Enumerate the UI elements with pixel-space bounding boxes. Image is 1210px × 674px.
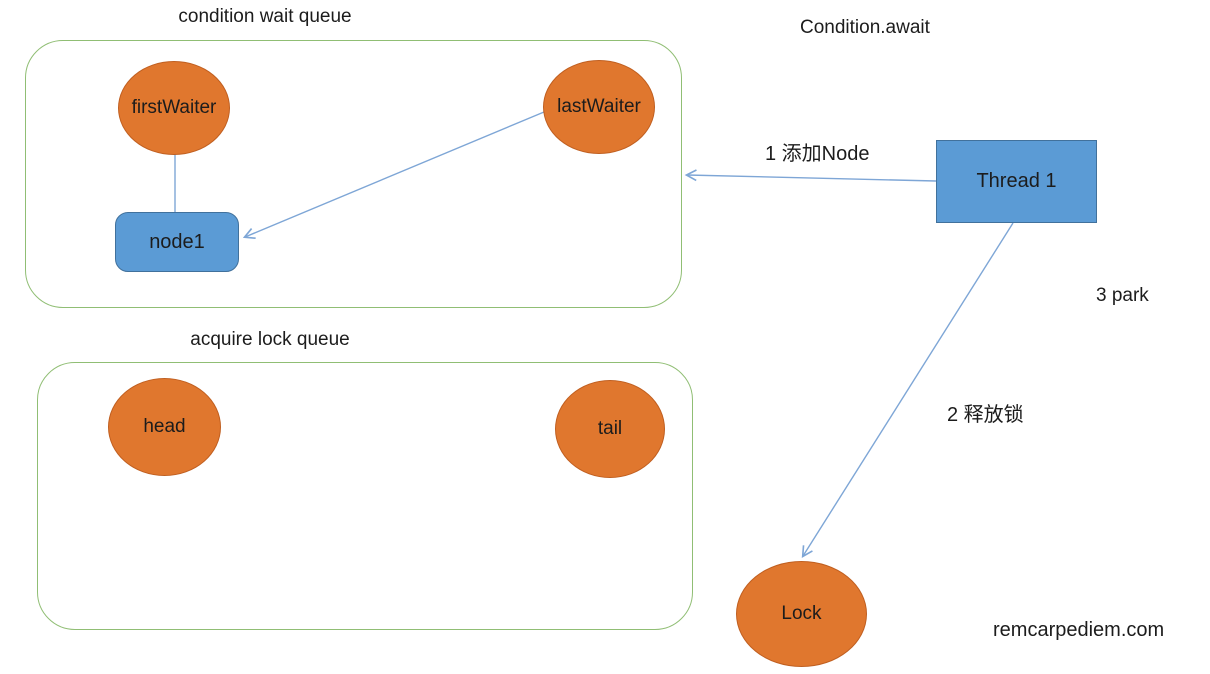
thread1-node: Thread 1 [936,140,1097,223]
condition-wait-queue-box [25,40,682,308]
step1-annotation: 1 添加Node [765,143,870,165]
step2-annotation: 2 释放锁 [947,404,1024,426]
heading-text: Condition.await [800,17,930,38]
lock-node: Lock [736,561,867,667]
condition-queue-title: condition wait queue [178,6,352,27]
watermark-text: remcarpediem.com [993,619,1165,641]
head-node: head [108,378,221,476]
step3-annotation: 3 park [1096,285,1149,306]
first-waiter-node: firstWaiter [118,61,230,155]
lock-queue-title: acquire lock queue [190,329,350,350]
acquire-lock-queue-box [37,362,693,630]
edge-thread1-lock [801,222,1014,558]
edge-thread1-condition-queue [684,169,937,182]
node1-node: node1 [115,212,239,272]
last-waiter-node: lastWaiter [543,60,655,154]
tail-node: tail [555,380,665,478]
